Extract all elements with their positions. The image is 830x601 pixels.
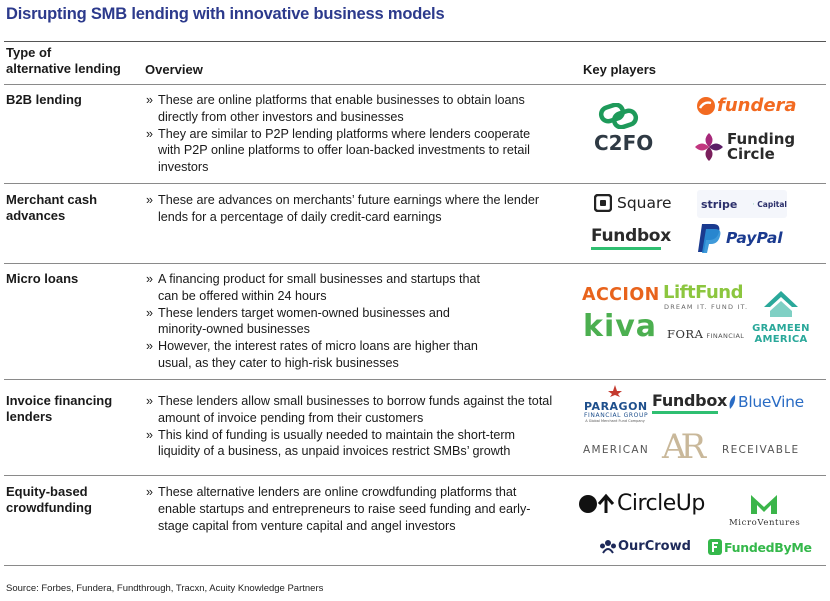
table-bottom-rule [4, 565, 826, 566]
row-type: Micro loans [6, 271, 79, 286]
bluevine-logo: BlueVine [727, 393, 804, 411]
liftfund-logo: LiftFund DREAM IT. FUND IT. [663, 282, 748, 311]
american-wordmark: AMERICAN [583, 444, 650, 456]
receivable-wordmark: RECEIVABLE [722, 444, 800, 456]
header-bottom-rule [4, 84, 826, 85]
c2fo-chain-icon [598, 102, 639, 130]
paragon-star-icon [608, 385, 622, 397]
funding-circle-word1: Funding [727, 130, 796, 148]
paragon-tagline: A Global Merchant Fund Company [585, 419, 645, 423]
paragon-logo: PARAGON FINANCIAL GROUP A Global Merchan… [584, 382, 649, 424]
ourcrowd-people-icon [600, 540, 616, 554]
row-divider [4, 183, 826, 184]
microventures-wordmark: MicroVentures [729, 518, 801, 528]
overview-bullet: These lenders allow small businesses to … [146, 393, 558, 427]
header-overview: Overview [145, 62, 203, 77]
accion-logo: ACCION [582, 285, 660, 305]
fora-financial-logo: FORA FINANCIAL [667, 327, 744, 341]
fora-wordmark: FORA [667, 327, 704, 341]
circleup-arrow-icon [579, 493, 615, 513]
grameen-house-icon [764, 291, 798, 317]
c2fo-logo: C2FO [594, 102, 653, 155]
fundera-wordmark: fundera [717, 95, 797, 116]
fundedbyme-f-icon [708, 539, 722, 555]
financial-wordmark: FINANCIAL [706, 332, 745, 340]
fundera-logo: fundera [696, 95, 797, 116]
row-type: Merchant cash advances [6, 192, 98, 223]
overview-bullet: They are similar to P2P lending platform… [146, 126, 541, 176]
header-top-rule [4, 41, 826, 42]
square-wordmark: Square [617, 194, 672, 212]
row-overview: These lenders allow small businesses to … [146, 393, 566, 460]
row-overview: A financing product for small businesses… [146, 271, 566, 372]
fundbox-logo: Fundbox [591, 226, 671, 250]
header-key-players: Key players [583, 62, 656, 77]
funding-circle-logo: Funding Circle [694, 131, 795, 163]
fundbox-wordmark: Fundbox [652, 391, 728, 410]
paragon-subtitle: FINANCIAL GROUP [584, 412, 649, 419]
ourcrowd-wordmark: OurCrowd [618, 538, 691, 554]
square-logo: Square [594, 194, 672, 212]
fundbox-underline [652, 411, 718, 414]
header-type-line2: alternative lending [6, 61, 121, 76]
microventures-m-icon [751, 495, 777, 514]
bluevine-leaf-icon [729, 395, 736, 409]
ourcrowd-logo: OurCrowd [599, 538, 691, 554]
overview-bullet: These are online platforms that enable b… [146, 92, 541, 126]
page-title: Disrupting SMB lending with innovative b… [6, 5, 445, 23]
paragon-wordmark: PARAGON [584, 400, 648, 413]
american-receivable-monogram: AR [662, 427, 706, 467]
c2fo-wordmark: C2FO [594, 131, 654, 155]
fundedbyme-logo: FundedByMe [708, 539, 812, 555]
funding-circle-flower-icon [695, 133, 723, 161]
grameen-word1: GRAMEEN [752, 323, 810, 334]
square-box-icon [594, 194, 612, 212]
fundera-swirl-icon [697, 96, 715, 115]
overview-bullet: These alternative lenders are online cro… [146, 484, 551, 534]
funding-circle-word2: Circle [727, 145, 775, 163]
header-type-line1: Type of [6, 45, 52, 60]
stripe-capital-logo: stripe Capital [697, 190, 787, 218]
bluevine-wordmark: BlueVine [738, 393, 804, 411]
row-divider [4, 263, 826, 264]
microventures-logo: MicroVentures [729, 493, 801, 528]
fundedbyme-wordmark: FundedByMe [724, 539, 812, 555]
paypal-p-icon [698, 224, 721, 253]
circleup-logo: CircleUp [578, 491, 705, 516]
liftfund-tagline: DREAM IT. FUND IT. [664, 303, 749, 311]
header-type: Type of alternative lending [6, 45, 136, 77]
fundbox-wordmark: Fundbox [591, 226, 671, 246]
capital-wordmark: Capital [757, 199, 787, 209]
source-note: Source: Forbes, Fundera, Fundthrough, Tr… [6, 583, 324, 594]
row-type: Invoice financing lenders [6, 393, 113, 424]
row-overview: These are online platforms that enable b… [146, 92, 566, 176]
circleup-wordmark: CircleUp [617, 491, 705, 516]
row-type: B2B lending [6, 92, 82, 107]
liftfund-wordmark: LiftFund [663, 282, 744, 303]
fundbox-underline [591, 247, 661, 250]
paypal-wordmark: PayPal [726, 229, 783, 247]
grameen-america-logo: GRAMEEN AMERICA [750, 289, 812, 345]
fundbox-logo-2: Fundbox [652, 391, 727, 414]
paypal-logo: PayPal [697, 222, 783, 254]
overview-bullet: However, the interest rates of micro loa… [146, 338, 486, 372]
row-overview: These are advances on merchants’ future … [146, 192, 566, 226]
row-divider [4, 475, 826, 476]
row-type: Equity-based crowdfunding [6, 484, 92, 515]
stripe-capital-icon [753, 203, 755, 205]
overview-bullet: A financing product for small businesses… [146, 271, 486, 305]
overview-bullet: This kind of funding is usually needed t… [146, 427, 558, 461]
grameen-word2: AMERICA [754, 334, 808, 345]
overview-bullet: These lenders target women-owned busines… [146, 305, 486, 339]
kiva-logo: kiva [583, 309, 658, 344]
overview-bullet: These are advances on merchants’ future … [146, 192, 541, 226]
row-divider [4, 379, 826, 380]
stripe-wordmark: stripe [701, 197, 738, 211]
row-overview: These alternative lenders are online cro… [146, 484, 566, 534]
